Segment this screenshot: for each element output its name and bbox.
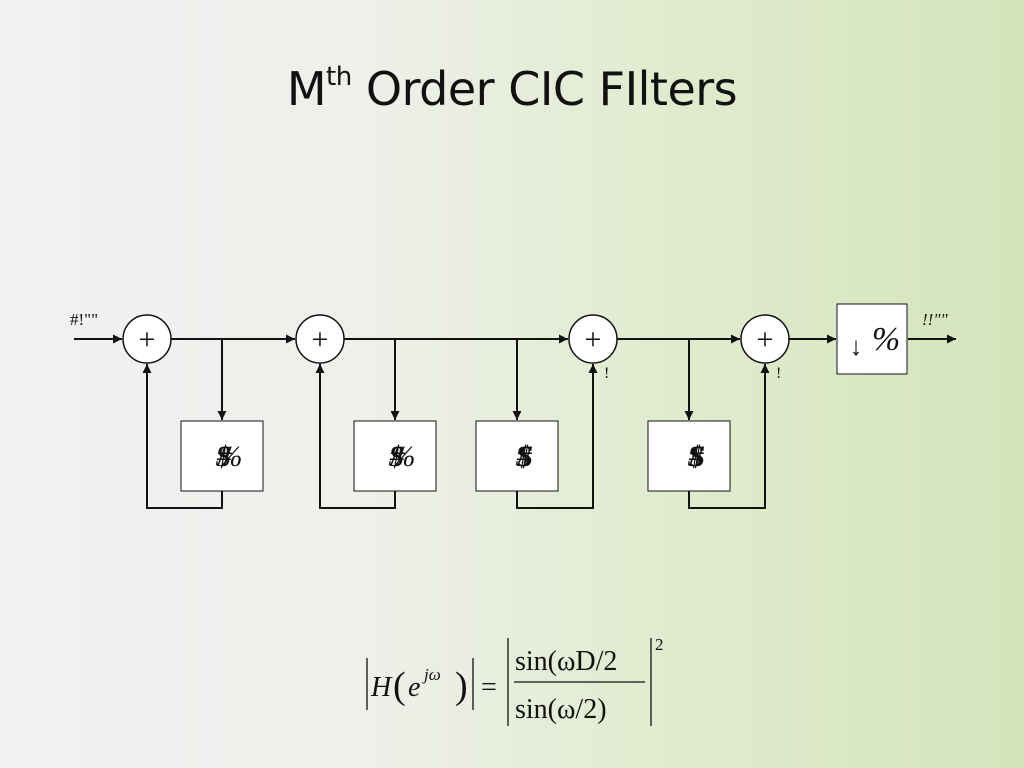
output-label: !!"" bbox=[922, 310, 948, 329]
formula-exponent: jω bbox=[422, 665, 441, 684]
formula-numerator: sin(ωD/2 bbox=[515, 646, 617, 677]
delay-block-1: $#% bbox=[180, 420, 264, 492]
magnitude-response-formula: H ( e jω ) = sin(ωD/2 sin(ω/2) 2 bbox=[0, 630, 1024, 740]
adder-3-symbol: + bbox=[585, 323, 602, 356]
downsampler-label: % bbox=[872, 321, 900, 358]
delay-block-3: $#$ bbox=[475, 420, 559, 492]
feedback-1 bbox=[142, 364, 223, 509]
input-label: #!"" bbox=[70, 310, 98, 329]
feedforward-3 bbox=[516, 364, 598, 509]
title-base: M bbox=[286, 62, 327, 116]
feedback-2 bbox=[315, 364, 396, 509]
formula-paren-open: ( bbox=[393, 665, 406, 707]
formula-equals: = bbox=[481, 672, 497, 703]
cic-block-diagram: #!"" + + + ! + ! bbox=[70, 303, 956, 509]
adder-1: + bbox=[122, 314, 172, 364]
downsampler-arrow-icon: ↓ bbox=[850, 332, 863, 361]
formula-h: H bbox=[370, 672, 393, 703]
formula-svg: H ( e jω ) = sin(ωD/2 sin(ω/2) 2 bbox=[366, 635, 664, 726]
delay-block-4: $#$ bbox=[647, 420, 731, 492]
formula-denominator: sin(ω/2) bbox=[515, 694, 607, 725]
adder-2-symbol: + bbox=[312, 323, 329, 356]
downsampler-block: ↓ % bbox=[836, 303, 908, 375]
formula-e: e bbox=[408, 672, 420, 703]
adder-4-symbol: + bbox=[757, 323, 774, 356]
formula-power: 2 bbox=[655, 635, 664, 654]
title-superscript: th bbox=[326, 61, 352, 92]
adder-4: + ! bbox=[740, 314, 790, 382]
adder-1-symbol: + bbox=[139, 323, 156, 356]
adder-2: + bbox=[295, 314, 345, 364]
adder-4-tag: ! bbox=[776, 365, 781, 382]
slide-title: Mth Order CIC FIlters bbox=[0, 62, 1024, 116]
adder-3: + ! bbox=[568, 314, 618, 382]
title-rest: Order CIC FIlters bbox=[351, 62, 738, 116]
signal-path bbox=[74, 334, 956, 509]
adder-3-tag: ! bbox=[604, 365, 609, 382]
formula-paren-close: ) bbox=[455, 665, 468, 707]
delay-block-2: $#% bbox=[353, 420, 437, 492]
feedforward-4 bbox=[688, 364, 770, 509]
